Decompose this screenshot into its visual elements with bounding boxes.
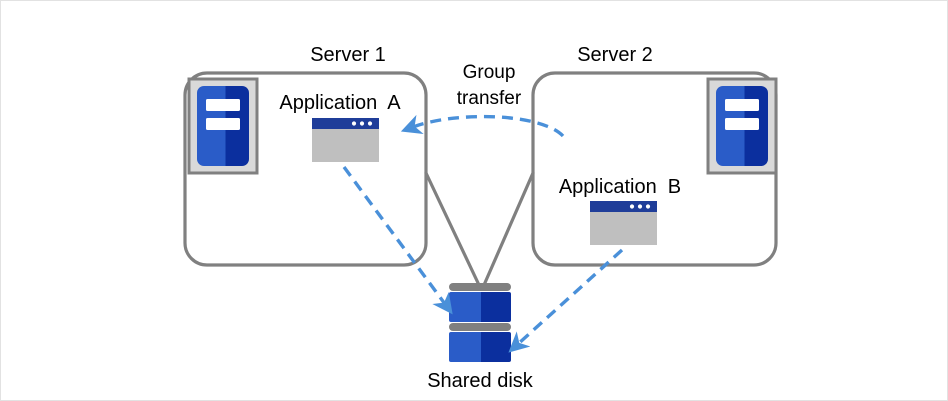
- app-window-titlebar: [590, 201, 657, 212]
- server-icon-bar-bottom: [725, 118, 759, 130]
- app-a-to-disk-arrow: [342, 165, 453, 315]
- disk-band-top: [449, 283, 511, 291]
- server1-server-icon: [187, 77, 259, 175]
- server2-group[interactable]: Server 2 Application B: [531, 44, 778, 267]
- server1-to-disk-line: [424, 171, 481, 287]
- app-window-dot-1: [351, 121, 357, 126]
- app-window-dot-2: [359, 121, 365, 126]
- application-b-window-icon[interactable]: [590, 201, 657, 245]
- app-window-titlebar: [312, 118, 379, 129]
- disk-platter-bottom: [449, 332, 511, 362]
- app-b-to-disk-arrow: [508, 248, 624, 353]
- app-window-dot-1: [629, 204, 635, 209]
- application-a-label: Application A: [279, 92, 401, 114]
- disk-platter-top: [449, 292, 511, 322]
- disk-band-middle: [449, 323, 511, 331]
- server-icon-bar-top: [206, 99, 240, 111]
- app-window-dot-3: [367, 121, 373, 126]
- server2-label: Server 2: [577, 44, 653, 66]
- server-to-disk-connectors: [424, 171, 535, 287]
- server-icon-bar-bottom: [206, 118, 240, 130]
- app-window-dot-2: [637, 204, 643, 209]
- group-transfer-label-line2: transfer: [457, 88, 522, 109]
- server2-to-disk-line: [482, 171, 535, 287]
- server1-label: Server 1: [310, 44, 386, 66]
- application-b-label: Application B: [559, 176, 681, 198]
- application-a-window-icon[interactable]: [312, 118, 379, 162]
- shared-disk-label: Shared disk: [427, 370, 534, 392]
- server1-box[interactable]: [183, 71, 428, 267]
- group-transfer-arrow: [400, 114, 565, 138]
- server2-server-icon: [706, 77, 778, 175]
- server-icon-bar-top: [725, 99, 759, 111]
- app-window-dot-3: [645, 204, 651, 209]
- group-transfer-connection: Group transfer: [400, 62, 565, 138]
- shared-disk-group[interactable]: Shared disk: [427, 283, 534, 392]
- app-to-disk-connections: [342, 165, 624, 353]
- group-transfer-label-line1: Group: [463, 62, 516, 83]
- server1-group[interactable]: Server 1 Application A: [183, 44, 428, 267]
